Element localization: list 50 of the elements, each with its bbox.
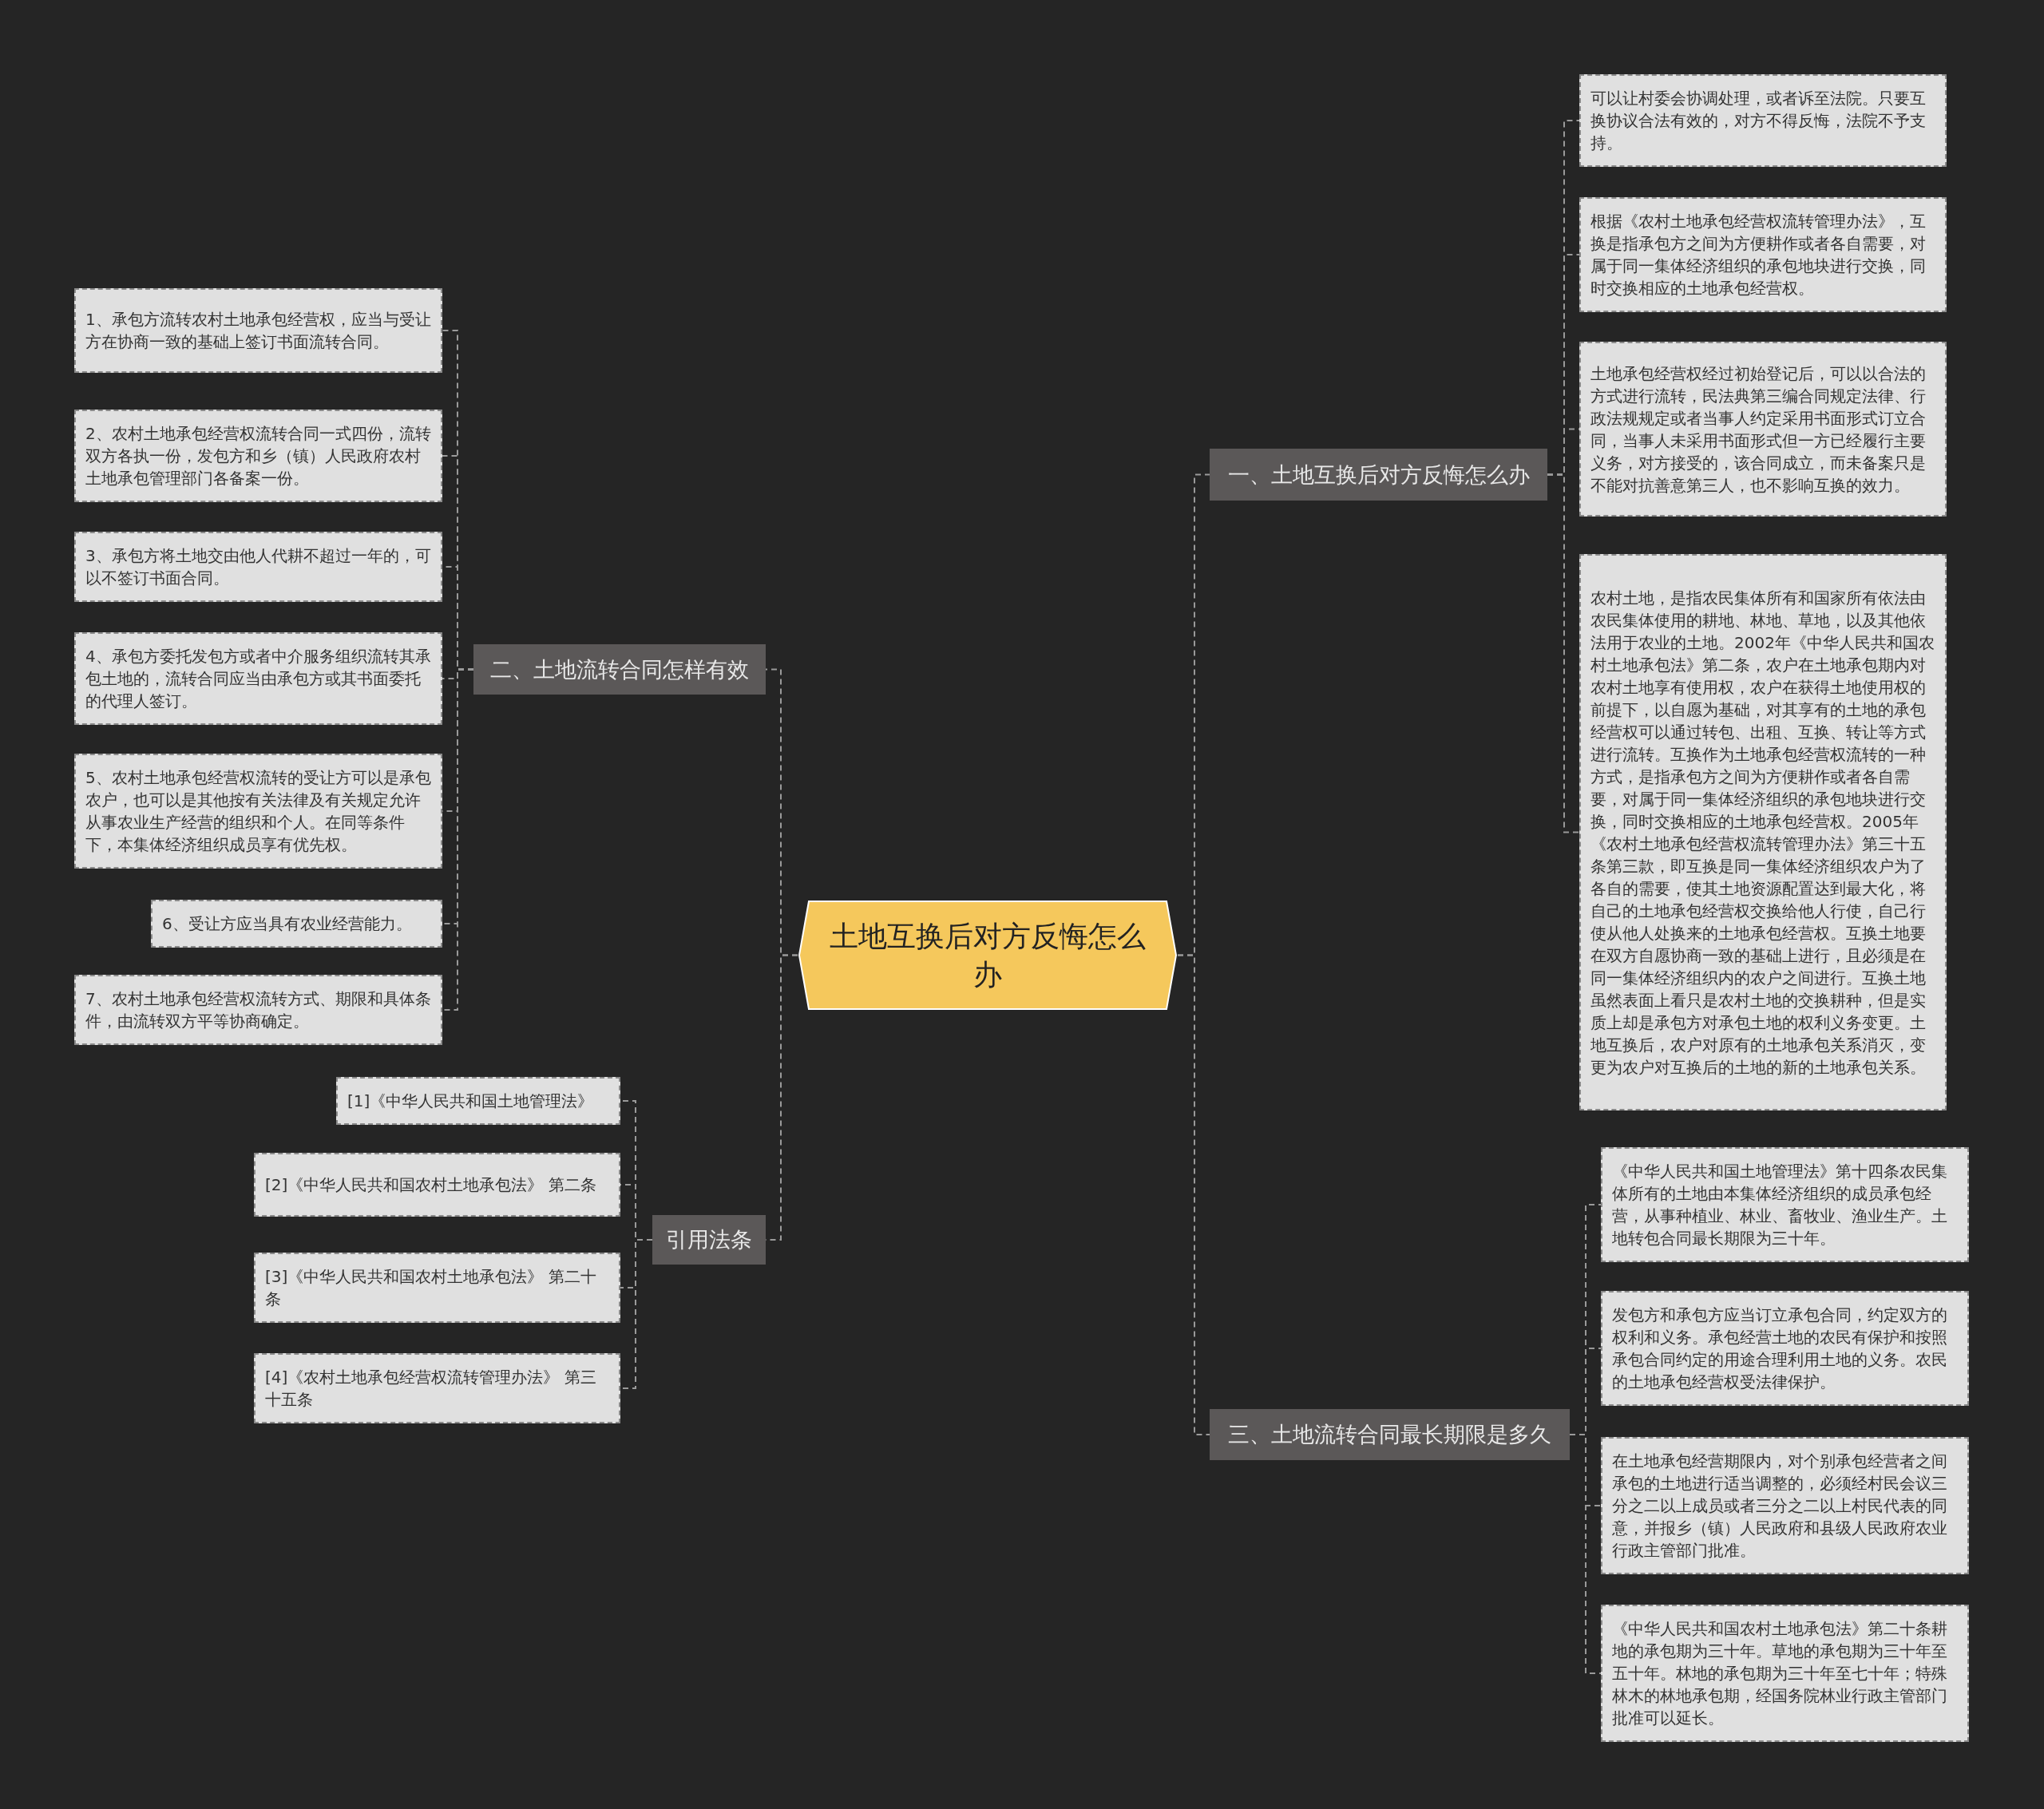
branch-topic-box [1210,1409,1570,1460]
note-text: 《中华人民共和国农村土地承包法》第二十条耕地的承包期为三十年。草地的承包期为三十年至五十年。林地的承包期为三十年至七十年；特殊林木的林地承包期，经国务院林业行政主管部门批准可以延长。 [1612,1618,1948,1729]
note-text: 5、农村土地承包经营权流转的受让方可以是承包农户，也可以是其他按有关法律及有关规定允许从事农业生产经营的组织和个人。在同等条件下，本集体经济组织成员享有优先权。 [85,767,431,856]
note-box [1601,1437,1969,1574]
note-box [1601,1291,1969,1406]
note-box [1579,342,1947,517]
note-box [74,632,442,725]
note-box [74,410,442,502]
note-text: [1]《中华人民共和国土地管理法》 [347,1091,594,1112]
connector-line [1547,473,1580,833]
note-text: 7、农村土地承包经营权流转方式、期限和具体条件，由流转双方平等协商确定。 [85,988,431,1032]
note-text: 可以让村委会协调处理，或者诉至法院。只要互换协议合法有效的，对方不得反悔，法院不予支持。 [1590,88,1927,154]
note-text: 1、承包方流转农村土地承包经营权，应当与受让方在协商一致的基础上签订书面流转合同。 [85,309,431,353]
note-box [1601,1605,1969,1742]
branch-topic-text: 引用法条 [666,1226,752,1253]
note-box [254,1253,620,1323]
branch-topic-text: 三、土地流转合同最长期限是多久 [1228,1421,1551,1448]
note-text: 在土地承包经营期限内，对个别承包经营者之间承包的土地进行适当调整的，必须经村民会议三分之二以上成员或者三分之二以上村民代表的同意，并报乡（镇）人民政府和县级人民政府农业行政主管部门批准。 [1612,1451,1948,1562]
branch-topic-box [652,1215,766,1265]
note-text: 4、承包方委托发包方或者中介服务组织流转其承包土地的，流转合同应当由承包方或其书面委托的代理人签订。 [85,646,431,712]
note-box [336,1077,620,1125]
note-text: [4]《农村土地承包经营权流转管理办法》 第三十五条 [265,1367,597,1411]
branch-topic-box [473,644,766,695]
note-box [1601,1147,1969,1262]
note-text: 土地承包经营权经过初始登记后，可以以合法的方式进行流转，民法典第三编合同规定法律、行政法规规定或者当事人约定采用书面形式订立合同，当事人未采用书面形式但一方已经履行主要义务，对方接受的，该合同成立，而未备案只是不能对抗善意第三人，也不影响互换的效力。 [1590,362,1927,497]
note-box [74,975,442,1045]
connector-line [1177,954,1210,1435]
note-text: 农村土地，是指农民集体所有和国家所有依法由农民集体使用的耕地、林地、草地，以及其他依法用于农业的土地。2002年《中华人民共和国农村土地承包法》第二条，农户在土地承包期内对农村土地享有使用权，农户在获得土地使用权的前提下，以自愿为基础，对其享有的土地的承包经营权可以通过转包、出租、互换、转让等方式进行流转。互换作为土地承包经营权流转的一种方式，是指承包方之间为方便耕作或者各自需要，对属于同一集体经济组织的承包地块进行交换，同时交换相应的土地承包经营权。2005年《农村土地承包经营权流转管理办法》第三十五条第三款，即互换是同一集体经济组织农户为了各自的需要，使其土地资源配置达到最大化，将自己的土地承包经营权交换给他人行使，自己行使从他人处换来的土地承包经营权。互换土地要在双方自愿协商一致的基础上进行，且必须是在同一集体经济组织内的农户之间进行。互换土地虽然表面上看只是农村土地的交换耕种，但是实质上却是承包方对承包土地的权利义务变更。土地互换后，农户对原有的土地承包关系消灭，变更为农户对互换后的土地的新的土地承包关系。 [1590,587,1935,1079]
central-topic-text: 土地互换后对方反悔怎么办 [829,918,1147,992]
note-box [151,900,442,948]
note-text: 6、受让方应当具有农业经营能力。 [162,913,412,935]
note-box [74,288,442,373]
note-box [1579,197,1947,312]
note-box [74,532,442,602]
connector-line [1569,1434,1602,1674]
note-text: 3、承包方将土地交由他人代耕不超过一年的，可以不签订书面合同。 [85,545,431,589]
note-text: 2、农村土地承包经营权流转合同一式四份，流转双方各执一份，发包方和乡（镇）人民政府农村土地承包管理部门各备案一份。 [85,423,431,489]
note-text: [3]《中华人民共和国农村土地承包法》 第二十条 [265,1266,597,1310]
note-text: 《中华人民共和国土地管理法》第十四条农民集体所有的土地由本集体经济组织的成员承包经营，从事种植业、林业、畜牧业、渔业生产。土地转包合同最长期限为三十年。 [1612,1161,1948,1249]
note-box [254,1353,620,1423]
branch-topic-text: 二、土地流转合同怎样有效 [490,655,749,683]
note-box [1579,74,1947,167]
note-box [254,1153,620,1217]
note-box [74,754,442,869]
branch-topic-box [1210,449,1547,501]
branch-topic-text: 一、土地互换后对方反悔怎么办 [1227,461,1530,489]
note-text: 根据《农村土地承包经营权流转管理办法》，互换是指承包方之间为方便耕作或者各自需要，对属于同一集体经济组织的承包地块进行交换，同时交换相应的土地承包经营权。 [1590,211,1927,299]
note-text: [2]《中华人民共和国农村土地承包法》 第二条 [265,1174,596,1196]
note-text: 发包方和承包方应当订立承包合同，约定双方的权利和义务。承包经营土地的农民有保护和按照承包合同约定的用途合理利用土地的义务。农民的土地承包经营权受法律保护。 [1612,1304,1948,1393]
note-box [1579,554,1947,1110]
